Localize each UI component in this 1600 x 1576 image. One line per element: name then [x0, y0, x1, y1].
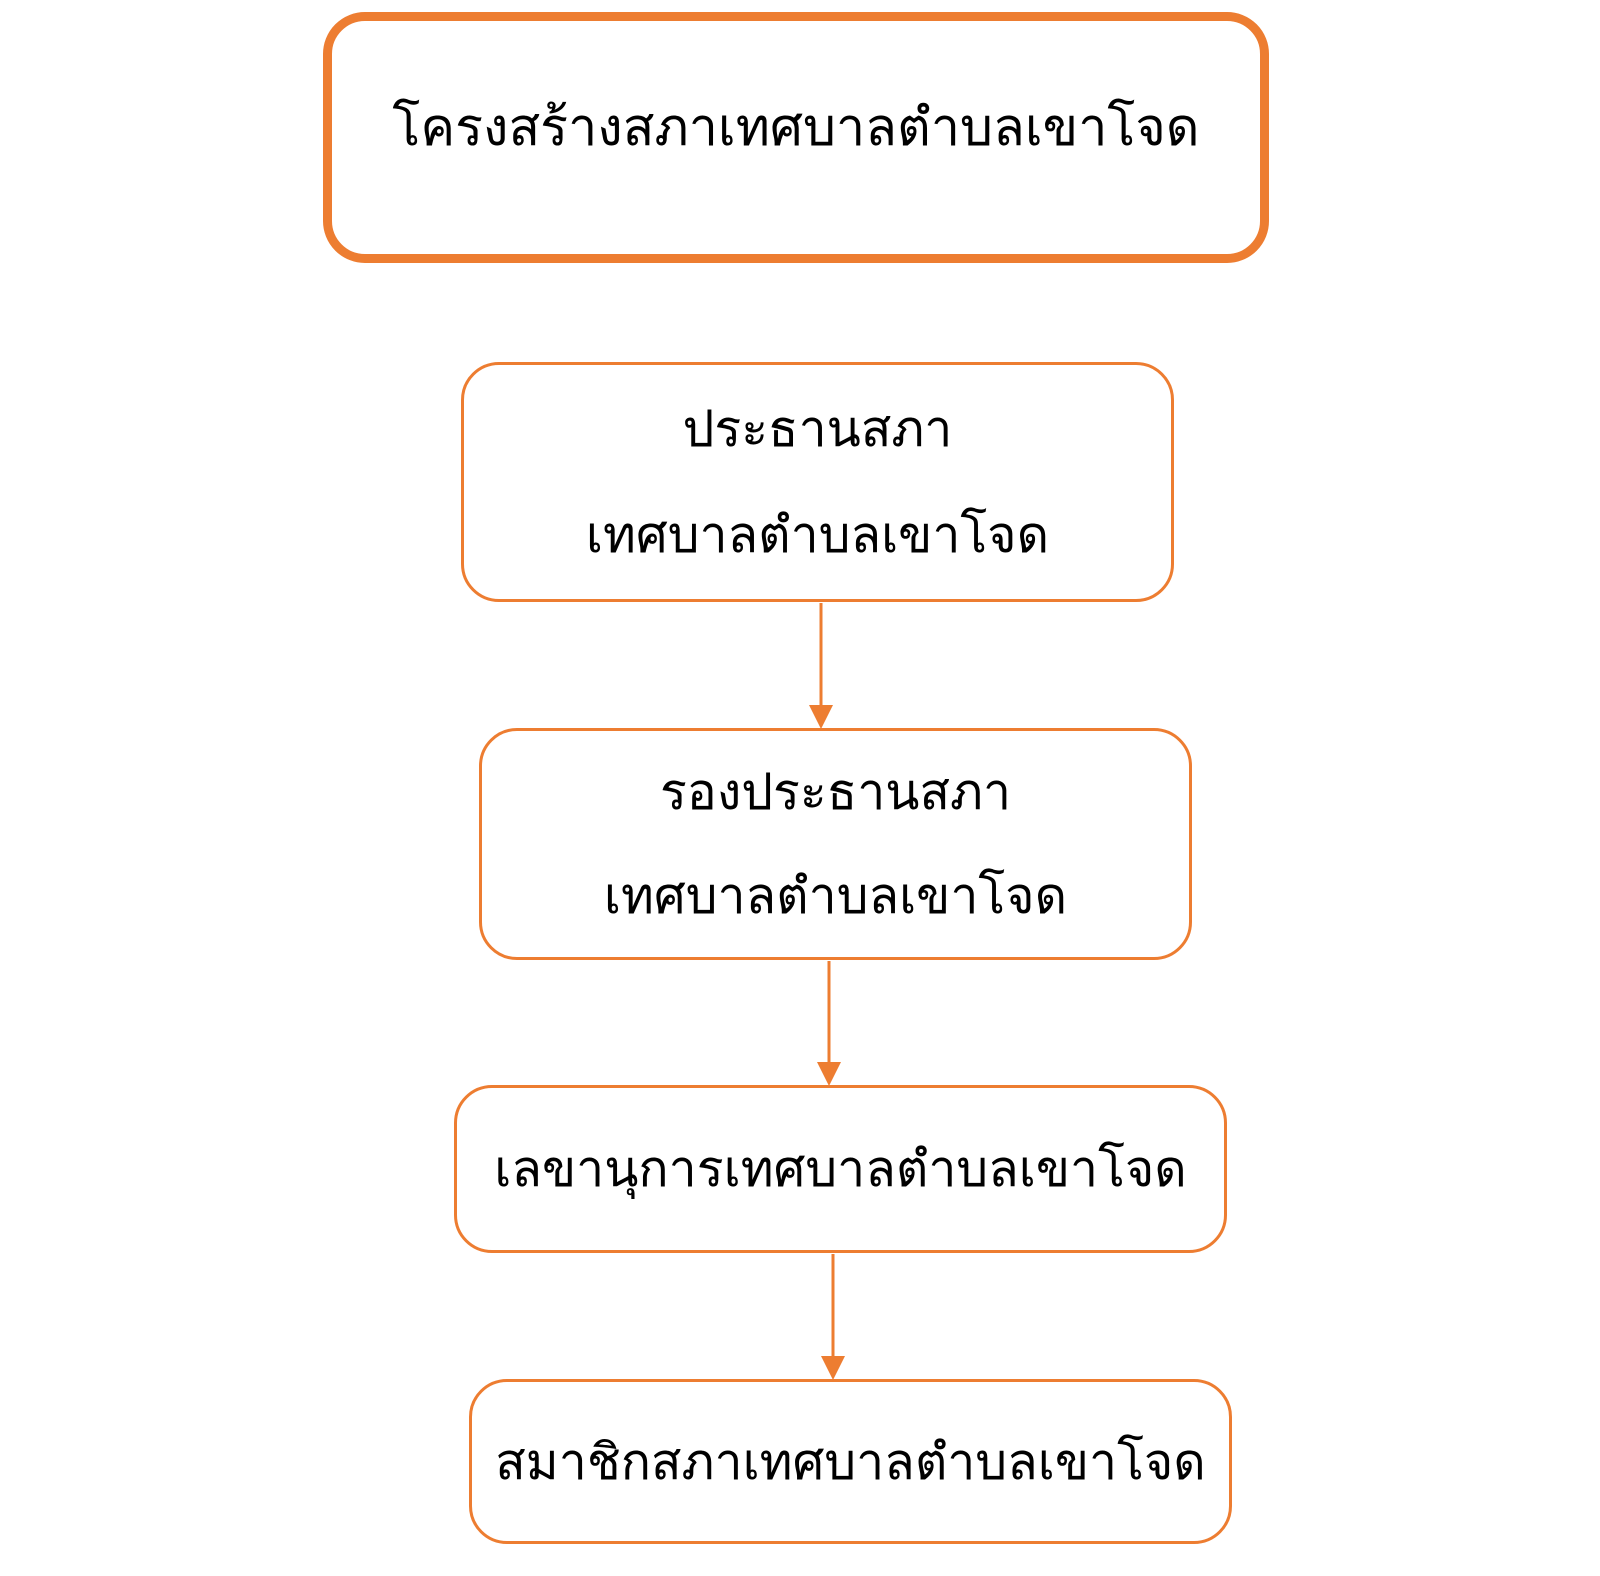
connector-vice-to-secretary	[817, 961, 841, 1086]
node-line: เทศบาลตำบลเขาโจด	[603, 867, 1068, 925]
node-line: เลขานุการเทศบาลตำบลเขาโจด	[494, 1140, 1187, 1198]
node-council-president: ประธานสภา เทศบาลตำบลเขาโจด	[461, 362, 1174, 602]
connector-president-to-vice	[809, 603, 833, 729]
node-council-vice-president: รองประธานสภา เทศบาลตำบลเขาโจด	[479, 728, 1192, 960]
node-council-secretary: เลขานุการเทศบาลตำบลเขาโจด	[454, 1085, 1227, 1253]
node-line: ประธานสภา	[682, 400, 953, 458]
arrowhead-icon	[809, 705, 833, 729]
connector-secretary-to-members	[821, 1254, 845, 1380]
node-council-members: สมาชิกสภาเทศบาลตำบลเขาโจด	[469, 1379, 1232, 1544]
node-line: เทศบาลตำบลเขาโจด	[585, 506, 1050, 564]
diagram-title: โครงสร้างสภาเทศบาลตำบลเขาโจด	[392, 98, 1200, 159]
arrowhead-icon	[817, 1062, 841, 1086]
node-line: รองประธานสภา	[659, 763, 1012, 821]
title-box: โครงสร้างสภาเทศบาลตำบลเขาโจด	[323, 12, 1269, 263]
node-line: สมาชิกสภาเทศบาลตำบลเขาโจด	[495, 1432, 1206, 1491]
arrowhead-icon	[821, 1356, 845, 1380]
